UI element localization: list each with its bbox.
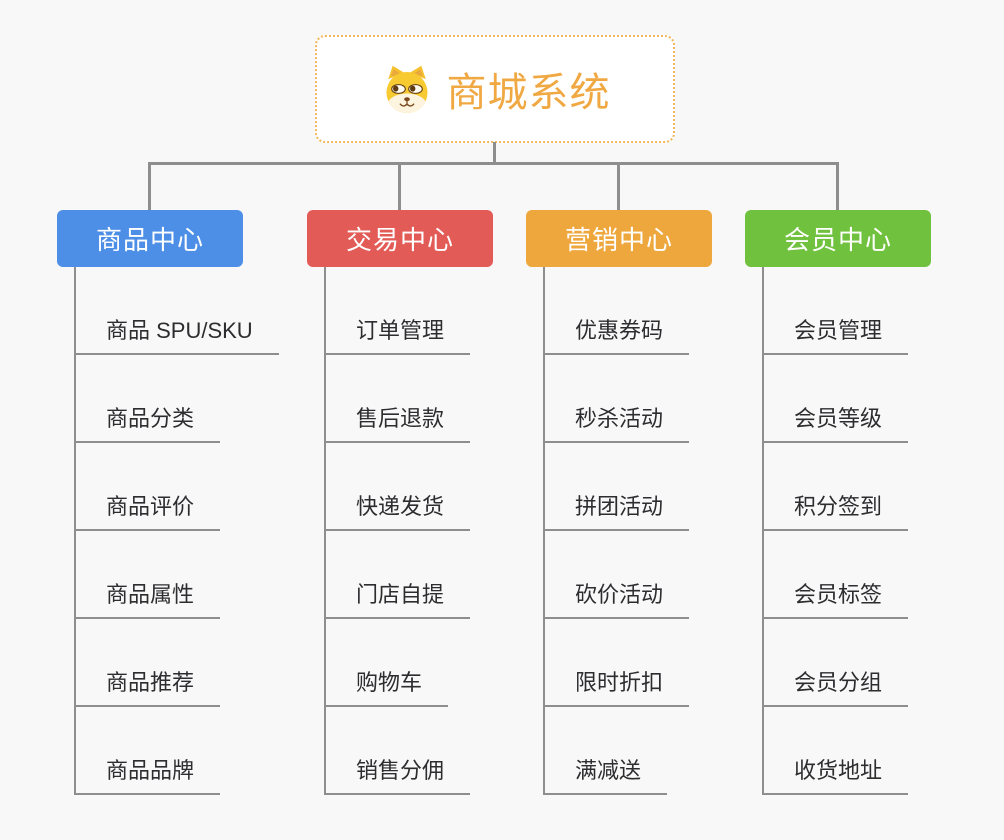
leaf-list: 优惠券码秒杀活动拼团活动砍价活动限时折扣满减送	[543, 267, 712, 795]
leaf-node[interactable]: 商品推荐	[76, 619, 243, 707]
leaf-label: 会员分组	[764, 665, 909, 707]
leaf-node[interactable]: 销售分佣	[326, 707, 493, 795]
shiba-dog-icon	[385, 65, 428, 114]
leaf-label: 售后退款	[326, 401, 471, 443]
leaf-node[interactable]: 快递发货	[326, 443, 493, 531]
leaf-node[interactable]: 商品品牌	[76, 707, 243, 795]
leaf-label: 商品推荐	[76, 665, 221, 707]
branch-column-1: 商品中心商品 SPU/SKU 商品分类商品评价商品属性商品推荐商品品牌	[57, 210, 279, 795]
leaf-node[interactable]: 限时折扣	[545, 619, 712, 707]
leaf-label: 商品品牌	[76, 753, 221, 795]
branch-node[interactable]: 交易中心	[307, 210, 493, 267]
leaf-node[interactable]: 积分签到	[764, 443, 931, 531]
connector-drop	[148, 162, 151, 210]
leaf-list: 商品 SPU/SKU 商品分类商品评价商品属性商品推荐商品品牌	[74, 267, 279, 795]
leaf-node[interactable]: 商品分类	[76, 355, 243, 443]
connector-drop	[617, 162, 620, 210]
leaf-label: 商品评价	[76, 489, 221, 531]
leaf-node[interactable]: 商品评价	[76, 443, 243, 531]
branch-column-3: 营销中心优惠券码秒杀活动拼团活动砍价活动限时折扣满减送	[526, 210, 712, 795]
branch-node[interactable]: 会员中心	[745, 210, 931, 267]
leaf-label: 限时折扣	[545, 665, 690, 707]
leaf-label: 商品分类	[76, 401, 221, 443]
leaf-node[interactable]: 优惠券码	[545, 267, 712, 355]
leaf-label: 会员等级	[764, 401, 909, 443]
leaf-label: 订单管理	[326, 313, 471, 355]
leaf-label: 商品 SPU/SKU	[76, 313, 279, 355]
leaf-node[interactable]: 拼团活动	[545, 443, 712, 531]
leaf-label: 优惠券码	[545, 313, 690, 355]
leaf-label: 收货地址	[764, 753, 909, 795]
leaf-node[interactable]: 会员分组	[764, 619, 931, 707]
leaf-label: 会员标签	[764, 577, 909, 619]
leaf-label: 会员管理	[764, 313, 909, 355]
leaf-label: 积分签到	[764, 489, 909, 531]
leaf-node[interactable]: 门店自提	[326, 531, 493, 619]
leaf-label: 购物车	[326, 665, 449, 707]
leaf-label: 满减送	[545, 753, 668, 795]
leaf-node[interactable]: 秒杀活动	[545, 355, 712, 443]
connector-drop	[398, 162, 401, 210]
root-title: 商城系统	[446, 71, 611, 115]
leaf-node[interactable]: 会员标签	[764, 531, 931, 619]
leaf-node[interactable]: 会员管理	[764, 267, 931, 355]
leaf-node[interactable]: 订单管理	[326, 267, 493, 355]
leaf-label: 砍价活动	[545, 577, 690, 619]
leaf-label: 秒杀活动	[545, 401, 690, 443]
leaf-label: 销售分佣	[326, 753, 471, 795]
leaf-label: 门店自提	[326, 577, 471, 619]
leaf-list: 订单管理售后退款快递发货门店自提购物车销售分佣	[324, 267, 493, 795]
leaf-list: 会员管理会员等级积分签到会员标签会员分组收货地址	[762, 267, 931, 795]
leaf-node[interactable]: 购物车	[326, 619, 493, 707]
branch-column-2: 交易中心订单管理售后退款快递发货门店自提购物车销售分佣	[307, 210, 493, 795]
leaf-node[interactable]: 商品 SPU/SKU	[76, 267, 279, 355]
leaf-node[interactable]: 满减送	[545, 707, 712, 795]
leaf-node[interactable]: 商品属性	[76, 531, 243, 619]
leaf-label: 商品属性	[76, 577, 221, 619]
connector-drop	[836, 162, 839, 210]
branch-column-4: 会员中心会员管理会员等级积分签到会员标签会员分组收货地址	[745, 210, 931, 795]
leaf-node[interactable]: 收货地址	[764, 707, 931, 795]
root-connector-stub	[493, 142, 496, 164]
leaf-node[interactable]: 售后退款	[326, 355, 493, 443]
branch-node[interactable]: 商品中心	[57, 210, 243, 267]
leaf-node[interactable]: 砍价活动	[545, 531, 712, 619]
connector-bus	[148, 162, 839, 165]
root-node[interactable]: 商城系统	[315, 35, 675, 143]
leaf-label: 快递发货	[326, 489, 471, 531]
leaf-node[interactable]: 会员等级	[764, 355, 931, 443]
leaf-label: 拼团活动	[545, 489, 690, 531]
branch-node[interactable]: 营销中心	[526, 210, 712, 267]
